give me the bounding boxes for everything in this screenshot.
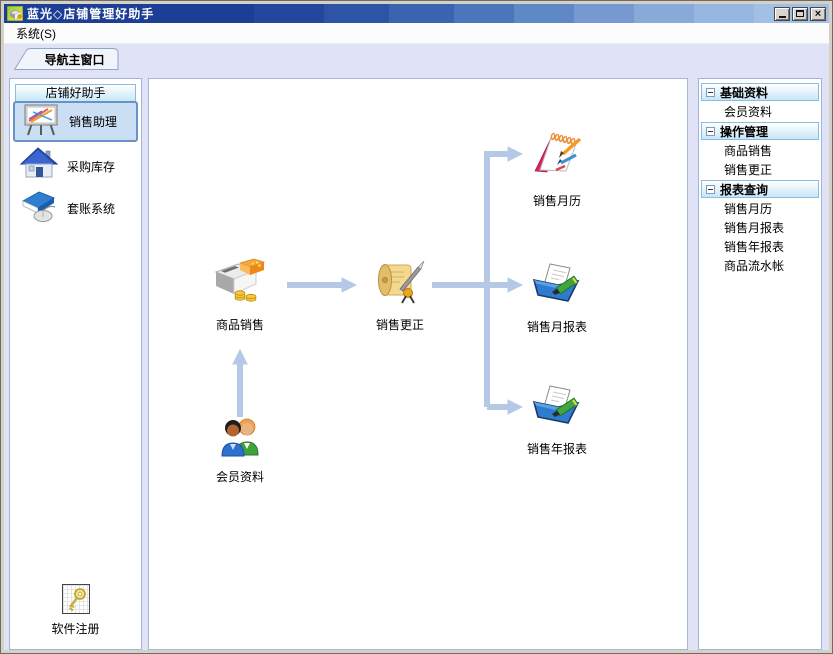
- minimize-icon: [778, 16, 786, 18]
- sidebar-item-purchase-inventory[interactable]: 采购库存: [13, 146, 138, 186]
- sidebar-item-label: 销售助理: [69, 115, 118, 129]
- maximize-icon: [796, 10, 804, 17]
- menu-bar: 系统(S): [4, 23, 829, 44]
- nav-item-product-ledger[interactable]: 商品流水帐: [724, 259, 785, 273]
- diagram-node-label: 商品销售: [215, 318, 264, 332]
- key-icon: [61, 584, 90, 614]
- folder-pencil-icon: [530, 263, 584, 311]
- members-icon: [216, 418, 264, 461]
- menu-item-system[interactable]: 系统(S): [16, 26, 56, 41]
- sidebar-item-accounting-system[interactable]: 套账系统: [13, 188, 138, 228]
- maximize-button[interactable]: [792, 6, 808, 21]
- group-header-label: 操作管理: [720, 124, 769, 139]
- nav-item-product-sales[interactable]: 商品销售: [724, 144, 773, 158]
- nav-item-member-data[interactable]: 会员资料: [724, 105, 773, 119]
- diagram-node-sales-correction[interactable]: 销售更正: [345, 255, 455, 333]
- window-title: 蓝光◇店铺管理好助手: [27, 7, 155, 21]
- tab-nav-main-window[interactable]: 导航主窗口: [14, 48, 119, 70]
- diagram-node-yearly-report[interactable]: 销售年报表: [502, 383, 612, 457]
- sidebar-item-label: 采购库存: [67, 159, 116, 174]
- title-bar: 蓝光◇店铺管理好助手 ×: [4, 4, 829, 23]
- minimize-button[interactable]: [774, 6, 790, 21]
- group-header-label: 基础资料: [720, 85, 769, 100]
- software-register-button[interactable]: 软件注册: [10, 584, 141, 637]
- scroll-pen-icon: [372, 260, 428, 309]
- collapse-icon[interactable]: [706, 87, 715, 97]
- nav-item-sales-correction[interactable]: 销售更正: [724, 163, 773, 177]
- group-header-basic-data[interactable]: 基础资料: [701, 83, 819, 101]
- sidebar-item-sales-assistant[interactable]: 销售助理: [13, 101, 138, 142]
- tab-label: 导航主窗口: [44, 52, 105, 67]
- diagram-node-label: 会员资料: [215, 470, 264, 484]
- nav-item-yearly-report[interactable]: 销售年报表: [724, 240, 785, 254]
- cash-register-icon: [212, 258, 268, 309]
- window-body: 蓝光◇店铺管理好助手 × 系统(S) 导航主窗口 店铺好助手: [4, 4, 829, 650]
- nav-item-monthly-report[interactable]: 销售月报表: [724, 221, 785, 235]
- diagram-node-label: 销售年报表: [526, 442, 587, 456]
- group-header-label: 报表查询: [720, 182, 769, 197]
- close-button[interactable]: ×: [810, 6, 826, 21]
- workspace: 导航主窗口 店铺好助手: [4, 44, 829, 650]
- navigation-diagram: 商品销售: [148, 78, 688, 650]
- diagram-node-label: 销售更正: [375, 318, 424, 332]
- diagram-node-member-data[interactable]: 会员资料: [185, 415, 295, 485]
- app-icon: [6, 5, 24, 22]
- sidebar-header: 店铺好助手: [15, 84, 136, 102]
- sidebar-item-label: 套账系统: [67, 201, 116, 216]
- close-icon: ×: [814, 7, 822, 20]
- house-icon: [19, 146, 59, 187]
- diagram-node-monthly-report[interactable]: 销售月报表: [502, 261, 612, 335]
- diagram-node-product-sales[interactable]: 商品销售: [185, 257, 295, 333]
- collapse-icon[interactable]: [706, 126, 715, 136]
- diagram-node-label: 销售月历: [532, 194, 581, 208]
- window-controls: ×: [774, 6, 826, 21]
- diagram-node-label: 销售月报表: [526, 320, 587, 334]
- group-header-operations[interactable]: 操作管理: [701, 122, 819, 140]
- group-header-reports[interactable]: 报表查询: [701, 180, 819, 198]
- left-sidebar: 店铺好助手 销售助理: [9, 78, 142, 650]
- easel-icon: [21, 101, 61, 142]
- right-sidebar: 基础资料 会员资料 操作管理 商品销售 销售更正 报表查询 销售月历 销售月报表…: [698, 78, 822, 650]
- calendar-icon: [528, 132, 586, 185]
- book-mouse-icon: [19, 188, 59, 229]
- diagram-node-sales-calendar[interactable]: 销售月历: [502, 129, 612, 209]
- software-register-label: 软件注册: [51, 622, 100, 636]
- folder-pencil-icon: [530, 385, 584, 433]
- nav-item-sales-calendar[interactable]: 销售月历: [724, 202, 773, 216]
- tab-shape: [14, 48, 119, 70]
- collapse-icon[interactable]: [706, 184, 715, 194]
